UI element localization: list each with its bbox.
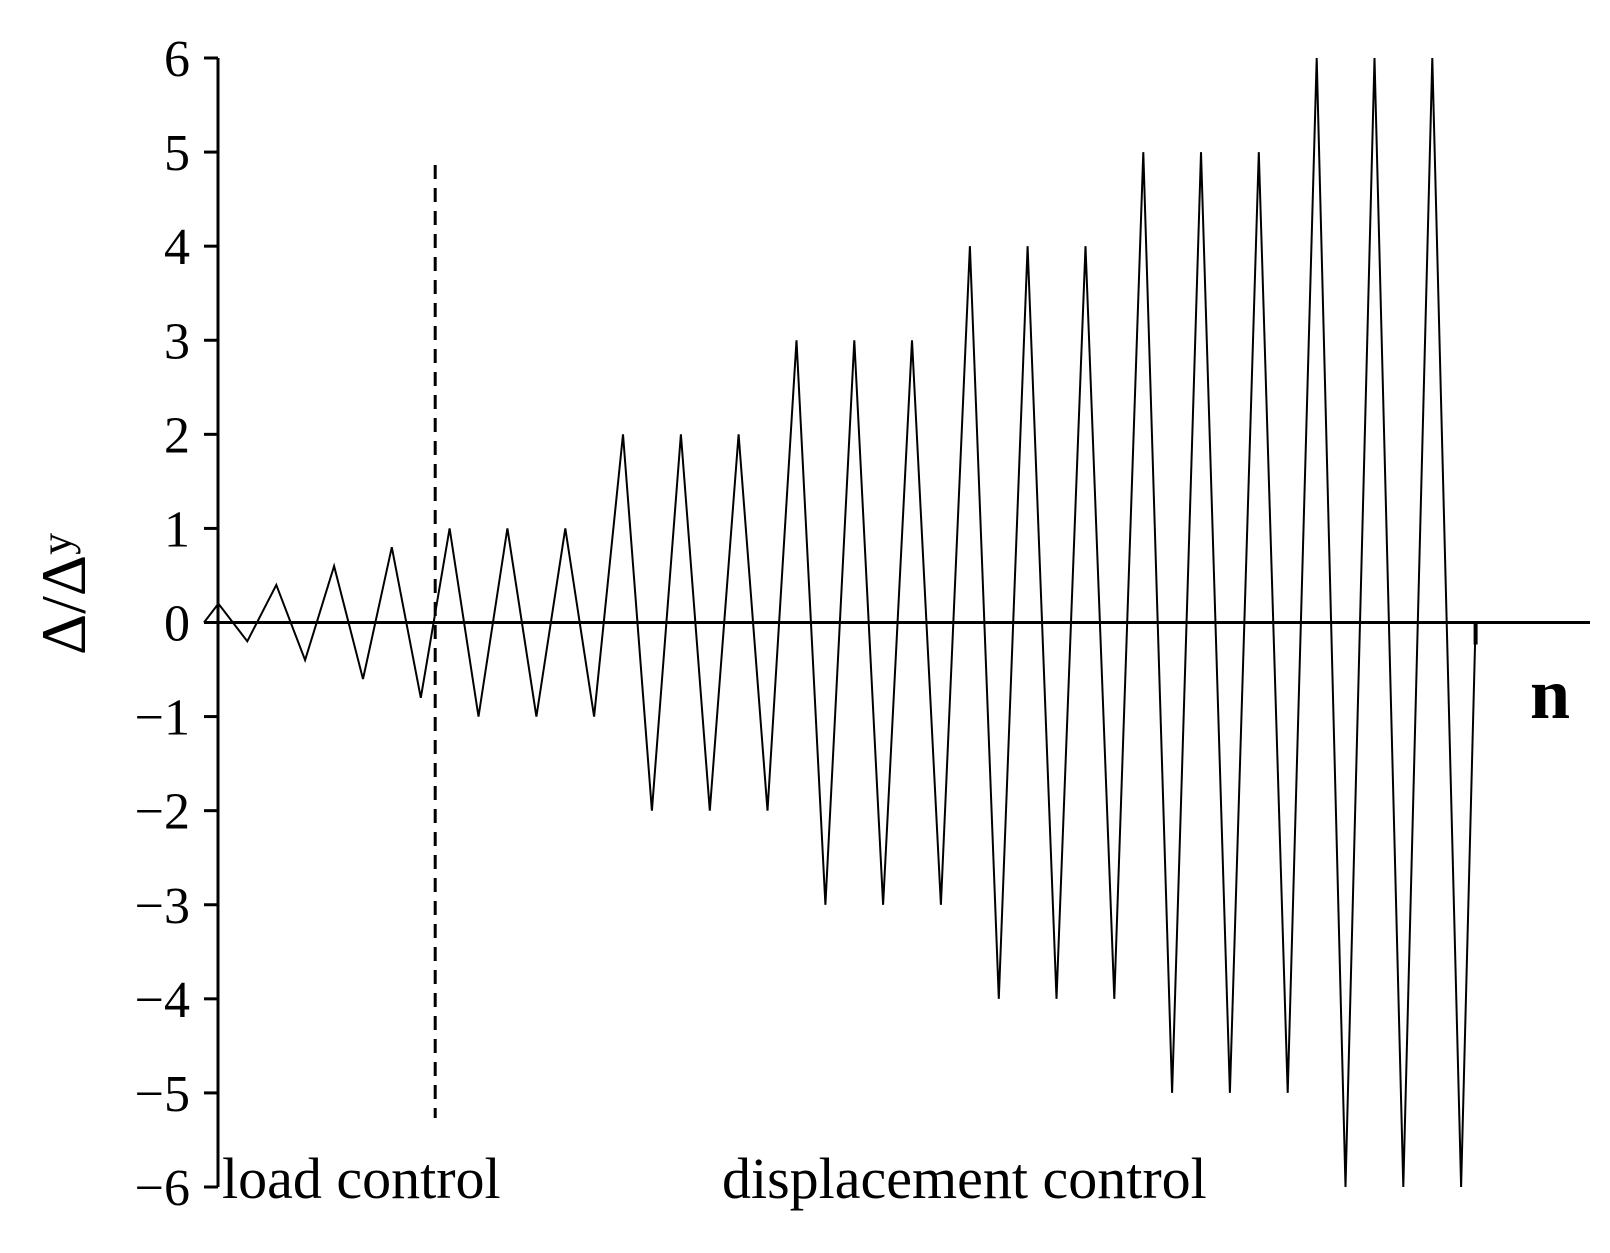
y-axis: 6 5 4 3 2 1 0 −1 −2 −3 −4 −5 −6 <box>135 31 220 1217</box>
cycle-line <box>203 57 1477 1188</box>
y-axis-label-subscript: y <box>32 533 81 555</box>
y-tick-label: −2 <box>135 784 190 841</box>
displacement-control-label: displacement control <box>722 1146 1207 1211</box>
y-tick-label: −4 <box>135 972 190 1029</box>
loading-series <box>203 57 1478 1188</box>
y-tick-label: −1 <box>135 690 190 747</box>
x-axis-label: n <box>1530 654 1570 734</box>
load-control-label: load control <box>222 1146 501 1211</box>
y-tick-label: 6 <box>164 31 190 88</box>
y-tick-label: 0 <box>164 596 190 653</box>
y-tick-label: −3 <box>135 878 190 935</box>
y-tick-label: 5 <box>164 125 190 182</box>
y-tick-label: −6 <box>135 1160 190 1217</box>
y-tick-label: 1 <box>164 501 190 558</box>
y-tick-label: 2 <box>164 407 190 464</box>
y-tick-label: −5 <box>135 1066 190 1123</box>
y-axis-label: Δ/Δy <box>28 533 99 655</box>
y-tick-label: 3 <box>164 313 190 370</box>
y-axis-label-main: Δ/Δ <box>28 555 99 655</box>
y-tick-label: 4 <box>164 219 190 276</box>
